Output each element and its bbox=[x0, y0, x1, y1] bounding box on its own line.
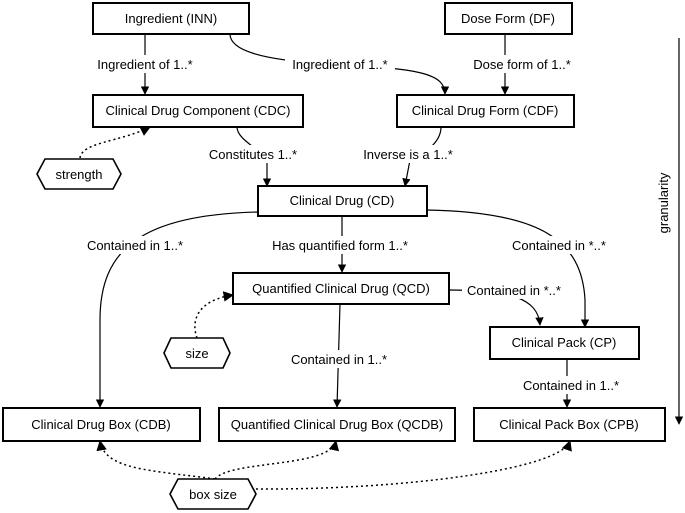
node-cdf: Clinical Drug Form (CDF) bbox=[396, 94, 575, 128]
attr-size-label: size bbox=[185, 346, 208, 361]
node-cp-label: Clinical Pack (CP) bbox=[512, 335, 617, 350]
attr-strength: strength bbox=[36, 158, 122, 190]
link-boxsize-cdb bbox=[96, 439, 216, 480]
label-cd-cdb: Contained in 1..* bbox=[87, 238, 183, 253]
label-inn-cdc: Ingredient of 1..* bbox=[97, 57, 192, 72]
attr-strength-label: strength bbox=[56, 167, 103, 182]
node-cpb: Clinical Pack Box (CPB) bbox=[473, 407, 666, 442]
link-size-qcd bbox=[194, 291, 235, 339]
link-strength-cdc bbox=[79, 126, 151, 159]
node-cdc: Clinical Drug Component (CDC) bbox=[92, 94, 304, 128]
node-inn: Ingredient (INN) bbox=[92, 2, 250, 35]
node-inn-label: Ingredient (INN) bbox=[125, 11, 217, 26]
attr-size: size bbox=[163, 337, 231, 369]
node-cpb-label: Clinical Pack Box (CPB) bbox=[499, 417, 638, 432]
label-df-cdf: Dose form of 1..* bbox=[473, 57, 571, 72]
node-qcdb: Quantified Clinical Drug Box (QCDB) bbox=[218, 407, 456, 442]
label-inn-cdf: Ingredient of 1..* bbox=[292, 57, 387, 72]
label-cdf-cd: Inverse is a 1..* bbox=[363, 147, 453, 162]
granularity-axis: granularity bbox=[656, 38, 684, 425]
attribute-links bbox=[79, 126, 572, 490]
node-df-label: Dose Form (DF) bbox=[461, 11, 555, 26]
attributes: strength size box size bbox=[36, 158, 257, 510]
label-qcd-qcdb: Contained in 1..* bbox=[291, 352, 387, 367]
node-qcd-label: Quantified Clinical Drug (QCD) bbox=[252, 281, 430, 296]
node-cd: Clinical Drug (CD) bbox=[257, 185, 428, 217]
label-cdc-cd: Constitutes 1..* bbox=[209, 147, 297, 162]
granularity-label: granularity bbox=[656, 172, 671, 233]
node-qcd: Quantified Clinical Drug (QCD) bbox=[232, 272, 450, 305]
node-cp: Clinical Pack (CP) bbox=[489, 326, 640, 360]
label-qcd-cp: Contained in *..* bbox=[467, 283, 561, 298]
label-cp-cpb: Contained in 1..* bbox=[523, 378, 619, 393]
node-cdb: Clinical Drug Box (CDB) bbox=[2, 407, 201, 442]
node-cd-label: Clinical Drug (CD) bbox=[290, 193, 395, 208]
edge-labels: Ingredient of 1..* Ingredient of 1..* Do… bbox=[82, 55, 625, 394]
node-df: Dose Form (DF) bbox=[444, 2, 573, 35]
label-cd-cp: Contained in *..* bbox=[512, 238, 606, 253]
node-cdf-label: Clinical Drug Form (CDF) bbox=[412, 103, 559, 118]
link-boxsize-cpb bbox=[255, 440, 572, 490]
attr-box-size: box size bbox=[169, 478, 257, 510]
edge-cd-cp bbox=[426, 209, 590, 328]
node-cdc-label: Clinical Drug Component (CDC) bbox=[106, 103, 291, 118]
link-boxsize-qcdb bbox=[214, 439, 340, 480]
attr-box-size-label: box size bbox=[189, 487, 237, 502]
nodes: Ingredient (INN) Dose Form (DF) Clinical… bbox=[2, 2, 666, 442]
node-qcdb-label: Quantified Clinical Drug Box (QCDB) bbox=[231, 417, 443, 432]
label-cd-qcd: Has quantified form 1..* bbox=[272, 238, 408, 253]
node-cdb-label: Clinical Drug Box (CDB) bbox=[31, 417, 170, 432]
